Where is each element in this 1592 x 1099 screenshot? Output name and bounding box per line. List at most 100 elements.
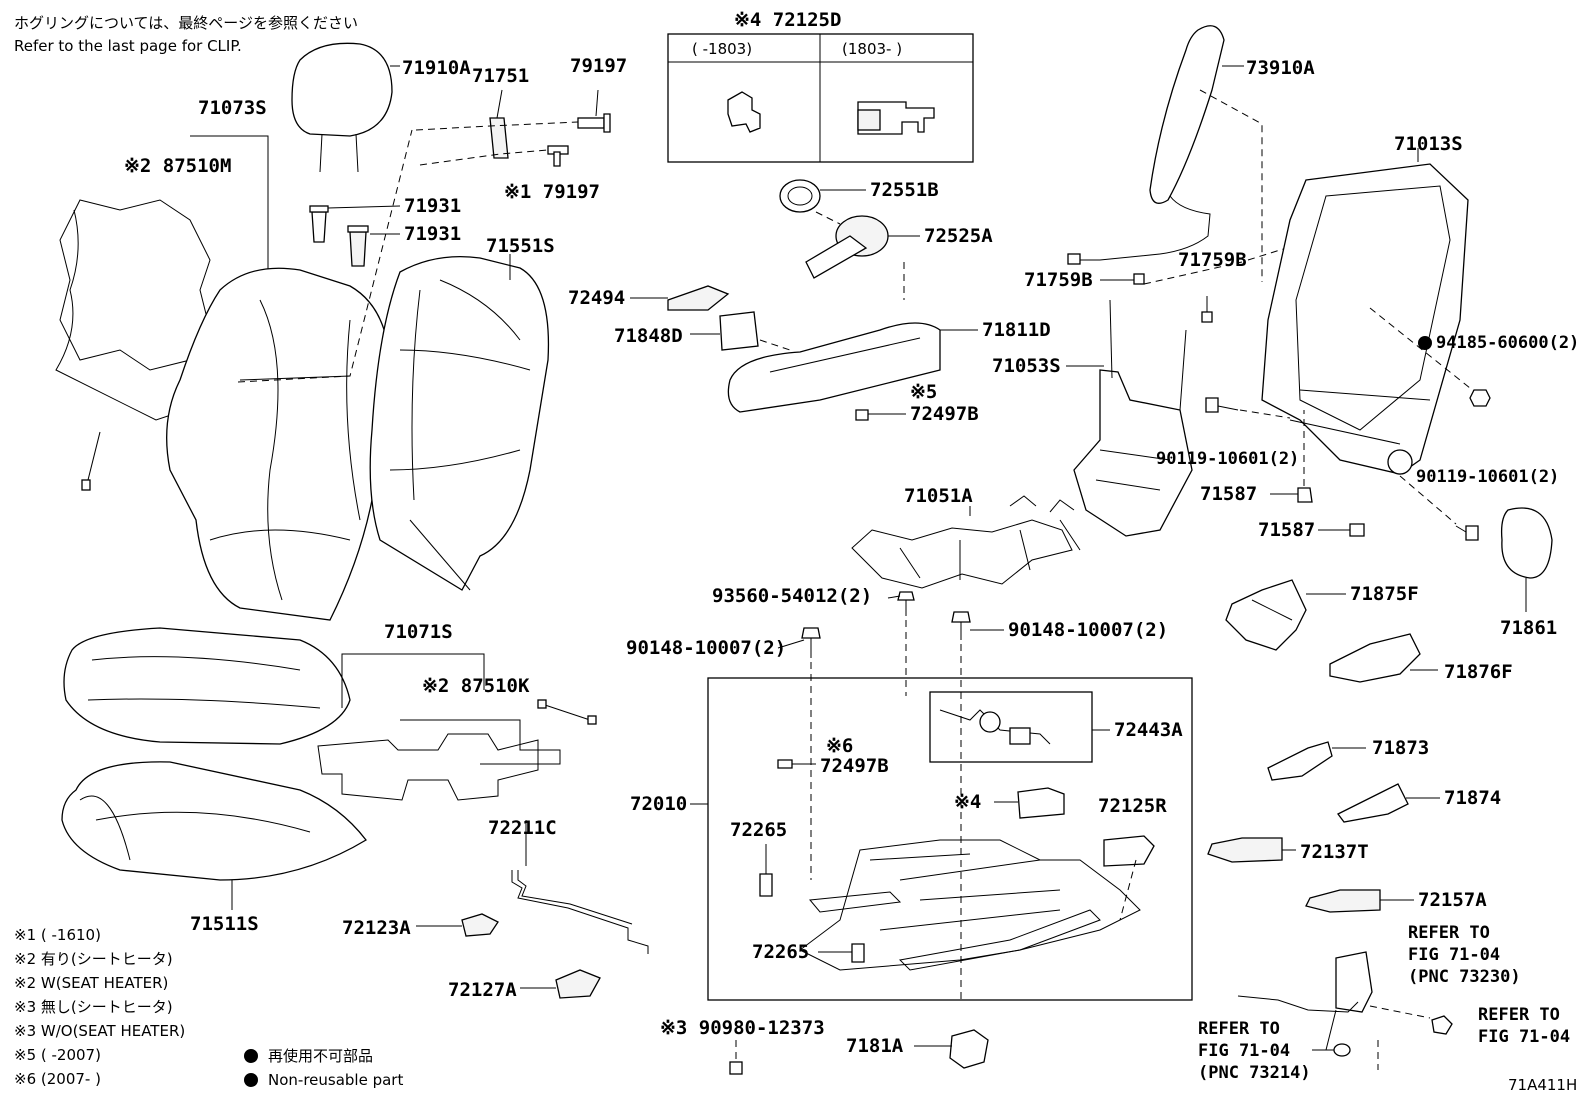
adjuster-box-72010 (690, 677, 1193, 1001)
bolt-93560 (897, 591, 915, 616)
label-90980: ※3 90980-12373 (660, 1017, 825, 1039)
label-72123a: 72123A (342, 917, 411, 939)
label-71931-a: 71931 (404, 195, 461, 217)
part-71873 (1267, 741, 1366, 781)
nonreusable-dot-icon-en (244, 1073, 258, 1087)
label-note5: ※5 (910, 381, 937, 403)
label-71848d: 71848D (614, 325, 683, 347)
clip-72497b-5 (855, 409, 906, 421)
label-90119-a: 90119-10601(2) (1156, 449, 1299, 469)
refer-73214-line1: REFER TO (1198, 1019, 1280, 1039)
inset-col2: (1803- ) (842, 40, 902, 58)
label-79197: 79197 (570, 55, 627, 77)
refer-73230-line1: REFER TO (1408, 923, 1490, 943)
guide-71751 (489, 89, 509, 159)
label-90119-b: 90119-10601(2) (1416, 467, 1559, 487)
heater-87510k (317, 699, 597, 801)
label-71013s: 71013S (1394, 133, 1463, 155)
buckle (1237, 951, 1453, 1070)
label-72497b-5: 72497B (910, 403, 979, 425)
label-71751: 71751 (472, 65, 529, 87)
part-labels: 71910A 71751 79197 ※1 79197 71073S ※2 87… (124, 55, 1579, 1057)
bolt-90148-a (801, 627, 821, 658)
label-72125r: 72125R (1098, 795, 1167, 817)
legend-nonreusable-ja: 再使用不可部品 (268, 1047, 373, 1065)
nut-94185 (1418, 336, 1491, 407)
label-note4: ※4 (954, 791, 981, 813)
cover-72157a (1305, 889, 1414, 913)
part-72127a (520, 969, 601, 999)
guide-71931-a (309, 205, 401, 243)
seatback-cover-71551s (369, 255, 550, 591)
shield-71875f (1225, 579, 1346, 651)
label-72211c: 72211C (488, 817, 557, 839)
label-72157a: 72157A (1418, 889, 1487, 911)
label-71071s: 71071S (384, 621, 453, 643)
connector-90980 (729, 1040, 743, 1075)
label-79197-b: ※1 79197 (504, 181, 600, 203)
label-71875f: 71875F (1350, 583, 1419, 605)
refer-fig-line1: REFER TO (1478, 1005, 1560, 1025)
inset-col1: ( -1803) (692, 40, 752, 58)
clip-71587-a (1270, 410, 1313, 503)
part-72123a (416, 913, 499, 937)
legend: ※1 ( -1610) ※2 有り(シートヒータ) ※2 W(SEAT HEAT… (14, 926, 403, 1089)
refer-73214-line2: FIG 71-04 (1198, 1041, 1290, 1061)
legend-note-3: ※2 W(SEAT HEATER) (14, 974, 168, 992)
guide-71931-b (347, 225, 400, 267)
label-72127a: 72127A (448, 979, 517, 1001)
bolt-90119-a (1205, 397, 1291, 419)
label-71759b-a: 71759B (1024, 269, 1093, 291)
bolt-79197 (577, 89, 611, 133)
bolt-79197-b (547, 145, 569, 167)
refer-block-73230: REFER TO FIG 71-04 (PNC 73230) (1408, 923, 1521, 987)
refer-block-fig: REFER TO FIG 71-04 (1478, 1005, 1570, 1047)
cover-72137t (1207, 837, 1296, 863)
nonreusable-dot-icon (244, 1049, 258, 1063)
cover-71861 (1500, 507, 1553, 612)
label-72010: 72010 (630, 793, 687, 815)
label-87510m: ※2 87510M (124, 155, 231, 177)
seatback-pad-71073s (166, 267, 391, 621)
inset-72125d: ※4 72125D ( -1803) (1803- ) (667, 9, 974, 163)
refer-fig-line2: FIG 71-04 (1478, 1027, 1570, 1047)
label-71073s: 71073S (198, 97, 267, 119)
legend-note-1: ※1 ( -1610) (14, 926, 101, 944)
legend-note-6: ※5 ( -2007) (14, 1046, 101, 1064)
legend-note-2: ※2 有り(シートヒータ) (14, 950, 173, 968)
label-72265-a: 72265 (730, 819, 787, 841)
label-72137t: 72137T (1300, 841, 1369, 863)
label-71587-b: 71587 (1258, 519, 1315, 541)
label-71873: 71873 (1372, 737, 1429, 759)
figure-code: 71A411H (1508, 1076, 1577, 1094)
bolt-90148-b (951, 611, 971, 640)
header-note-en: Refer to the last page for CLIP. (14, 37, 242, 55)
legend-note-7: ※6 (2007- ) (14, 1070, 101, 1088)
label-71931-b: 71931 (404, 223, 461, 245)
label-71051a: 71051A (904, 485, 973, 507)
legend-nonreusable-en: Non-reusable part (268, 1071, 403, 1089)
shield-71811d (727, 322, 978, 413)
cover-72551b (779, 179, 866, 213)
label-71874: 71874 (1444, 787, 1501, 809)
refer-block-73214: REFER TO FIG 71-04 (PNC 73214) (1198, 1019, 1311, 1083)
cover-71848d (690, 311, 759, 351)
legend-note-5: ※3 W/O(SEAT HEATER) (14, 1022, 185, 1040)
part-72494 (630, 285, 730, 311)
lever-72525a (805, 215, 920, 279)
clip-71759b-a (1100, 261, 1243, 285)
label-71053s: 71053S (992, 355, 1061, 377)
legend-note-4: ※3 無し(シートヒータ) (14, 998, 173, 1016)
label-71551s: 71551S (486, 235, 555, 257)
label-72497b-6: 72497B (820, 755, 889, 777)
wire-72211c (511, 820, 649, 954)
label-note6: ※6 (826, 735, 853, 757)
label-90148-b: 90148-10007(2) (1008, 619, 1168, 641)
label-72494: 72494 (568, 287, 625, 309)
label-87510k: ※2 87510K (422, 675, 530, 697)
label-90148-a: 90148-10007(2) (626, 637, 786, 659)
label-94185: 94185-60600(2) (1436, 333, 1579, 353)
label-71861: 71861 (1500, 617, 1557, 639)
label-71511s: 71511S (190, 913, 259, 935)
